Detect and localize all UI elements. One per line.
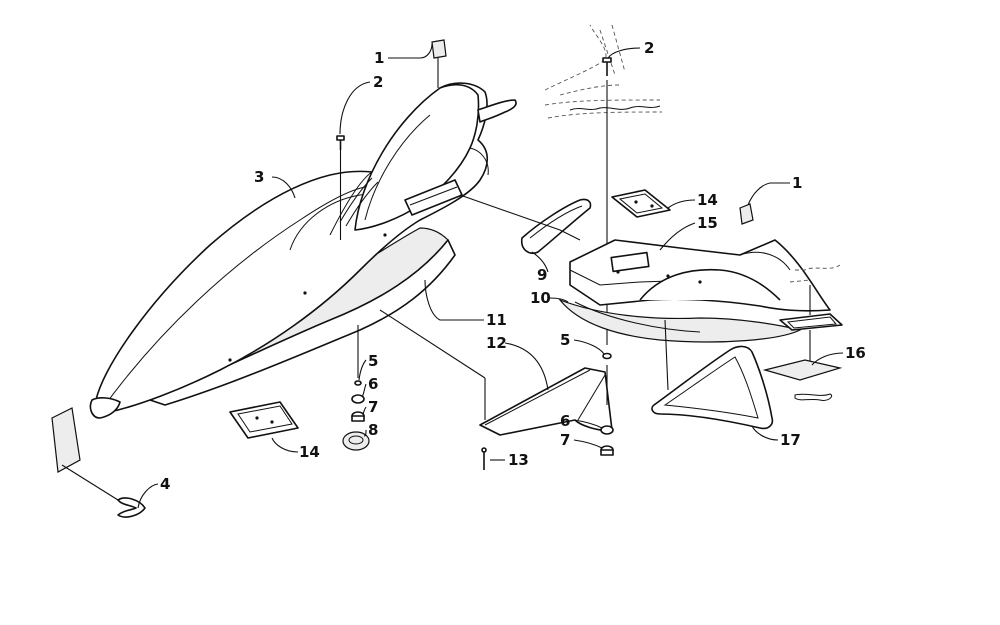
seat-base xyxy=(558,239,831,343)
callout-5-left: 5 xyxy=(368,352,378,370)
callout-17: 17 xyxy=(780,431,801,449)
left-fastener-stack xyxy=(342,325,370,451)
callout-15: 15 xyxy=(697,214,718,232)
hood-assembly xyxy=(89,82,517,419)
callouts: 1 2 3 4 14 5 6 7 8 11 12 13 9 xyxy=(137,39,866,509)
part-16 xyxy=(762,264,843,401)
callout-10: 10 xyxy=(530,289,551,307)
callout-16: 16 xyxy=(845,344,866,362)
nose-bumper xyxy=(89,397,121,419)
callout-2: 2 xyxy=(373,73,383,91)
leader-lines xyxy=(459,194,581,241)
callout-6-left: 6 xyxy=(368,375,378,393)
callout-3: 3 xyxy=(254,168,264,186)
part-10-plate xyxy=(574,301,701,333)
callout-4: 4 xyxy=(160,475,170,493)
part-2-right-screw xyxy=(602,57,612,76)
part-1-left xyxy=(431,39,447,88)
callout-14-left: 14 xyxy=(299,443,320,461)
part-2-left-screw xyxy=(336,135,345,240)
callout-13: 13 xyxy=(508,451,529,469)
callout-9: 9 xyxy=(537,266,547,284)
part-13-pin xyxy=(481,447,487,470)
callout-1-right: 1 xyxy=(792,174,802,192)
part-14-left-pad xyxy=(229,401,299,439)
callout-2-right: 2 xyxy=(644,39,654,57)
callout-8: 8 xyxy=(368,421,378,439)
callout-6-right: 6 xyxy=(560,412,570,430)
part-17-seal xyxy=(651,319,774,430)
right-fastener-stack xyxy=(600,352,614,456)
callout-5-right: 5 xyxy=(560,331,570,349)
callout-14-right: 14 xyxy=(697,191,718,209)
part-1-right xyxy=(739,203,754,225)
callout-11: 11 xyxy=(486,311,507,329)
part-9-gasket xyxy=(520,198,592,254)
part-14-right-pad xyxy=(611,189,671,218)
callout-7-right: 7 xyxy=(560,431,570,449)
callout-12: 12 xyxy=(486,334,507,352)
part-4-hitch-pin xyxy=(51,407,146,518)
callout-1: 1 xyxy=(374,49,384,67)
callout-7-left: 7 xyxy=(368,398,378,416)
